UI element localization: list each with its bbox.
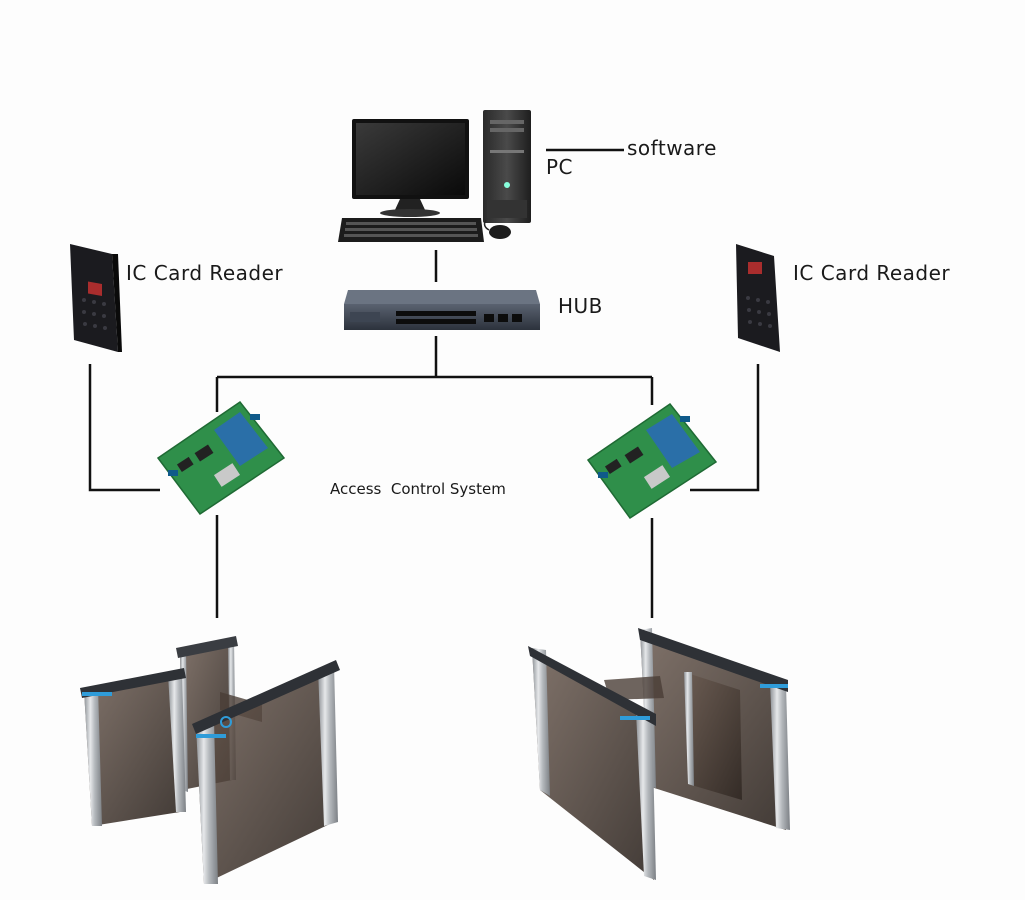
pc-label: PC bbox=[546, 155, 574, 179]
hub-label: HUB bbox=[558, 294, 603, 318]
connection-lines bbox=[88, 148, 760, 618]
card-reader-icon bbox=[70, 244, 122, 352]
controller-board-icon bbox=[156, 400, 286, 516]
software-label: software bbox=[627, 136, 717, 160]
access-control-system-label: Access Control System bbox=[330, 480, 506, 498]
monitor-icon bbox=[352, 119, 469, 217]
keyboard-icon bbox=[338, 218, 484, 242]
mouse-icon bbox=[483, 219, 511, 239]
turnstile-gate-icon bbox=[528, 628, 790, 880]
ic-card-reader-left-label: IC Card Reader bbox=[126, 261, 284, 285]
pc-tower-icon bbox=[483, 110, 531, 223]
network-hub-icon bbox=[344, 290, 540, 330]
ic-card-reader-right-label: IC Card Reader bbox=[793, 261, 951, 285]
controller-board-icon bbox=[586, 402, 718, 520]
turnstile-gate-icon bbox=[80, 636, 340, 884]
card-reader-icon bbox=[736, 244, 780, 352]
